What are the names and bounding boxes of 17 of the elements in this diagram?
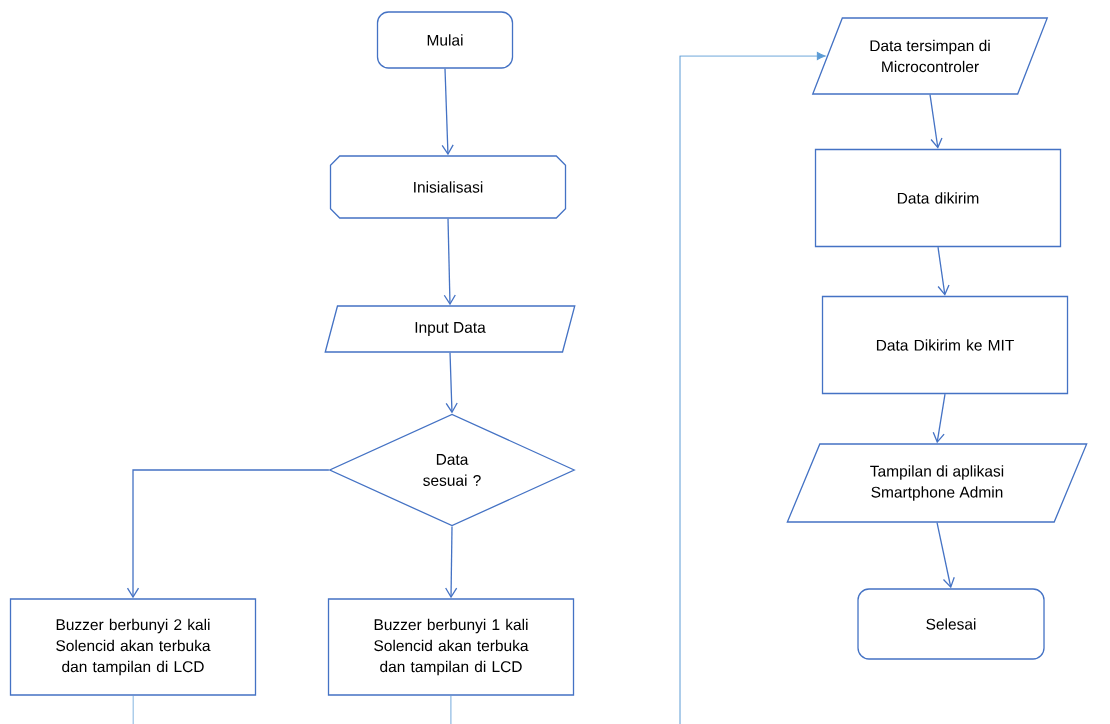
- terminal-box: Selesai: [857, 588, 1045, 660]
- data-parallelogram: Input Data: [324, 305, 576, 353]
- terminal-box: Mulai: [376, 11, 514, 69]
- arrow: [443, 218, 456, 306]
- arrow: [445, 352, 458, 414]
- process-box: Data dikirim: [814, 148, 1062, 248]
- process-box: Data Dikirim ke MIT: [821, 295, 1069, 395]
- arrow: [936, 522, 955, 589]
- arrow: [932, 393, 946, 444]
- arrow: [679, 51, 826, 724]
- process-box: Buzzer berbunyi 1 kali Solencid akan terbuka dan tampilan di LCD: [327, 598, 575, 696]
- arrow: [126, 469, 330, 599]
- arrow: [929, 94, 943, 149]
- arrow: [441, 68, 454, 156]
- process-box: Buzzer berbunyi 2 kali Solencid akan terbuka dan tampilan di LCD: [9, 598, 257, 696]
- arrow: [445, 525, 458, 599]
- arrow: [937, 246, 950, 296]
